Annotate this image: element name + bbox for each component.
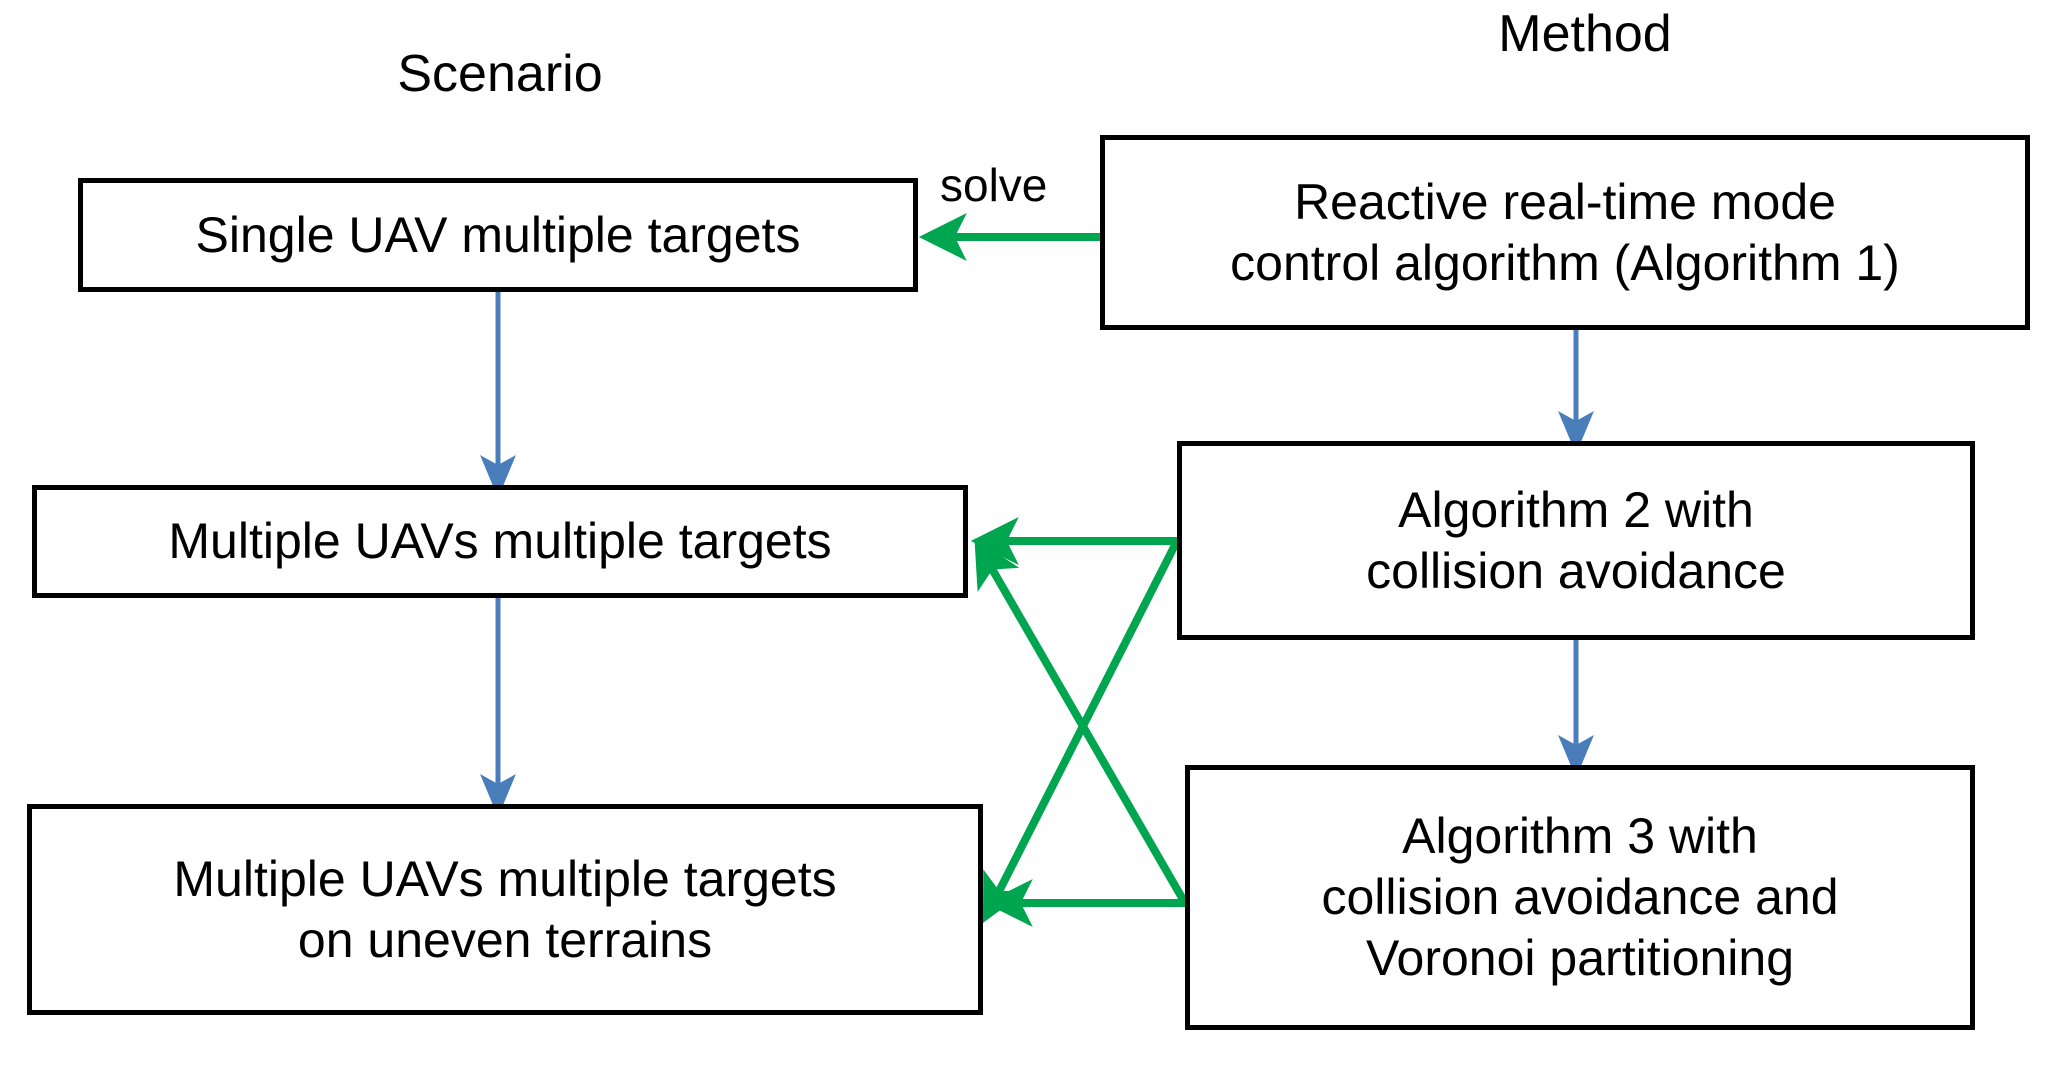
method-node-algorithm-3[interactable]: Algorithm 3 with collision avoidance and… — [1185, 765, 1975, 1030]
scenario-node-label: Single UAV multiple targets — [195, 206, 801, 263]
arrow-m3-to-s2 — [974, 538, 1189, 906]
scenario-node-label: Multiple UAVs multiple targets — [168, 513, 832, 569]
scenario-node-single-uav[interactable]: Single UAV multiple targets — [78, 178, 918, 292]
method-node-label: Reactive real-time mode control algorith… — [1230, 173, 1900, 291]
method-node-label: Algorithm 3 with collision avoidance and… — [1321, 808, 1839, 986]
column-header-method: Method — [1498, 5, 1672, 63]
method-node-algorithm-2[interactable]: Algorithm 2 with collision avoidance — [1177, 441, 1975, 640]
edge-label-solve: solve — [940, 159, 1048, 211]
scenario-node-uneven-terrains[interactable]: Multiple UAVs multiple targets on uneven… — [27, 804, 983, 1015]
scenario-node-label: Multiple UAVs multiple targets on uneven… — [173, 850, 837, 968]
method-node-reactive-realtime[interactable]: Reactive real-time mode control algorith… — [1100, 135, 2030, 330]
scenario-node-multiple-uavs[interactable]: Multiple UAVs multiple targets — [32, 485, 968, 598]
arrow-m2-to-s3 — [982, 539, 1181, 923]
method-node-label: Algorithm 2 with collision avoidance — [1366, 481, 1786, 599]
column-header-scenario: Scenario — [397, 45, 603, 103]
